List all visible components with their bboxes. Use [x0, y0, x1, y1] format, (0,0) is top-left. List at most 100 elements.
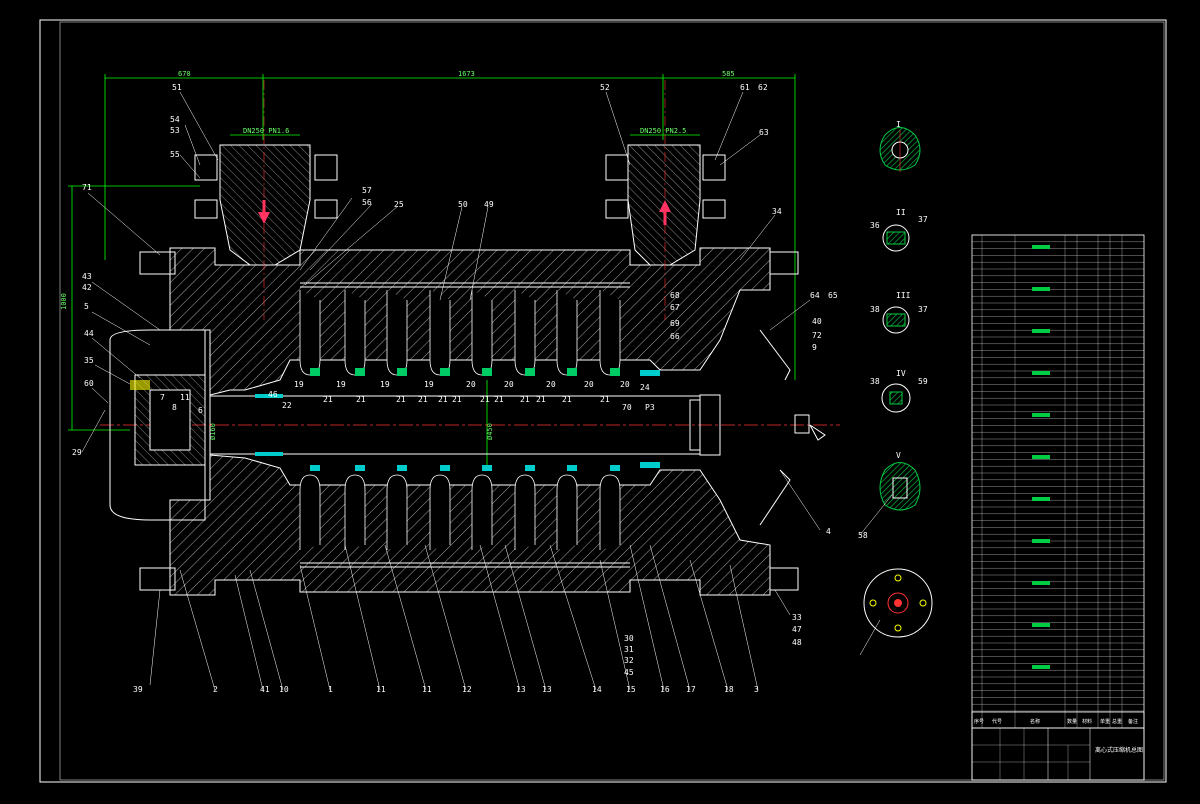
part-label-left: 42 [82, 283, 92, 292]
part-label-inner: 21 [323, 395, 333, 404]
leader-lines [81, 91, 821, 691]
bom-col-header: 名称 [1030, 718, 1040, 725]
part-label-left: 35 [84, 356, 94, 365]
stage-channel-upper [386, 290, 408, 376]
detail-view-2 [882, 224, 910, 252]
part-label-inner: 8 [172, 403, 177, 412]
labyrinth-seal [310, 465, 320, 471]
detail-view-flange [859, 568, 933, 656]
bom-col-header: 代号 [992, 718, 1002, 725]
bom-col-header: 备注 [1128, 718, 1138, 725]
labyrinth-seal [440, 465, 450, 471]
part-label-top: 63 [759, 128, 769, 137]
part-label-stack: 45 [624, 668, 634, 677]
part-label-left: 71 [82, 183, 92, 192]
bom-header-row: 序号代号名称数量材料单重总重备注 [974, 718, 1138, 725]
dim-center-dia: Ø450 [486, 423, 494, 440]
outer-frame [39, 19, 1167, 783]
detail-label: I [896, 120, 901, 129]
part-label-bottom: 13 [542, 685, 552, 694]
part-label-inner: 19 [336, 380, 346, 389]
bom-col-header: 总重 [1112, 718, 1122, 725]
labyrinth-seal [482, 465, 492, 471]
detail-label: 59 [918, 377, 928, 386]
part-label-bottom: 11 [376, 685, 386, 694]
detail-view-4 [881, 383, 911, 413]
part-label-inner: 21 [562, 395, 572, 404]
bom-col-header: 单重 [1100, 718, 1110, 725]
bom-highlight [1032, 581, 1050, 585]
bom-highlight [1032, 539, 1050, 543]
outlet-nozzle [605, 144, 726, 266]
part-label-inner: 20 [620, 380, 630, 389]
bom-highlight [1032, 329, 1050, 333]
bom-highlight [1032, 245, 1050, 249]
impeller-stages [299, 290, 621, 550]
dimension-lines [68, 74, 796, 470]
part-label-stack: 30 [624, 634, 634, 643]
part-label-inner: 21 [418, 395, 428, 404]
bom-table [972, 234, 1144, 728]
part-label-left: 60 [84, 379, 94, 388]
part-label-bottom: 3 [754, 685, 759, 694]
labyrinth-seal [397, 368, 407, 376]
detail-label: 37 [918, 215, 928, 224]
labyrinth-seal [610, 465, 620, 471]
part-label-left: 43 [82, 272, 92, 281]
bom-highlight [1032, 497, 1050, 501]
part-label-left: 29 [72, 448, 82, 457]
stage-channel-upper [471, 290, 493, 376]
labyrinth-seal [482, 368, 492, 376]
stage-channel-upper [299, 290, 321, 376]
dim-top-left: 670 [178, 70, 191, 78]
detail-label: V [896, 451, 901, 460]
stage-channel-upper [556, 290, 578, 376]
labyrinth-seal [610, 368, 620, 376]
bom-col-header: 序号 [974, 718, 984, 725]
labyrinth-seal [525, 465, 535, 471]
part-label-top: 54 [170, 115, 180, 124]
part-label-right: 33 [792, 613, 802, 622]
labyrinth-seal [310, 368, 320, 376]
detail-views [859, 127, 933, 656]
part-label-inner: 11 [180, 393, 190, 402]
left-bearing-housing [109, 329, 206, 521]
part-label-inner: 21 [356, 395, 366, 404]
casing [139, 247, 799, 596]
dim-outlet-flange: DN250 PN2.5 [640, 127, 686, 135]
part-label-inner: 20 [546, 380, 556, 389]
bom-highlight [1032, 623, 1050, 627]
part-label-inner: 19 [424, 380, 434, 389]
part-label-inner: 20 [504, 380, 514, 389]
part-label-right: 48 [792, 638, 802, 647]
dim-shaft-dia: Ø160 [209, 423, 217, 440]
detail-label: 38 [870, 305, 880, 314]
part-label-right: 64 [810, 291, 820, 300]
part-label-bottom: 15 [626, 685, 636, 694]
part-label-inner: 7 [160, 393, 165, 402]
part-label-right: 70 [622, 403, 632, 412]
part-label-bottom: 39 [133, 685, 143, 694]
seals [255, 370, 660, 468]
bom-highlight [1032, 287, 1050, 291]
part-label-bottom: 13 [516, 685, 526, 694]
part-label-top: 57 [362, 186, 372, 195]
part-label-bottom: 17 [686, 685, 696, 694]
part-label-top: 62 [758, 83, 768, 92]
part-label-inner: 19 [380, 380, 390, 389]
stage-channel-upper [344, 290, 366, 376]
part-label-right: 9 [812, 343, 817, 352]
part-label-right: 65 [828, 291, 838, 300]
part-label-inner: 6 [198, 406, 203, 415]
part-label-right: 69 [670, 319, 680, 328]
bom-col-header: 数量 [1067, 718, 1077, 725]
part-label-right: 66 [670, 332, 680, 341]
part-label-right: P3 [645, 403, 655, 412]
part-label-inner: 21 [494, 395, 504, 404]
part-label-top: 56 [362, 198, 372, 207]
part-label-top: 61 [740, 83, 750, 92]
part-label-inner: 22 [282, 401, 292, 410]
part-label-left: 44 [84, 329, 94, 338]
